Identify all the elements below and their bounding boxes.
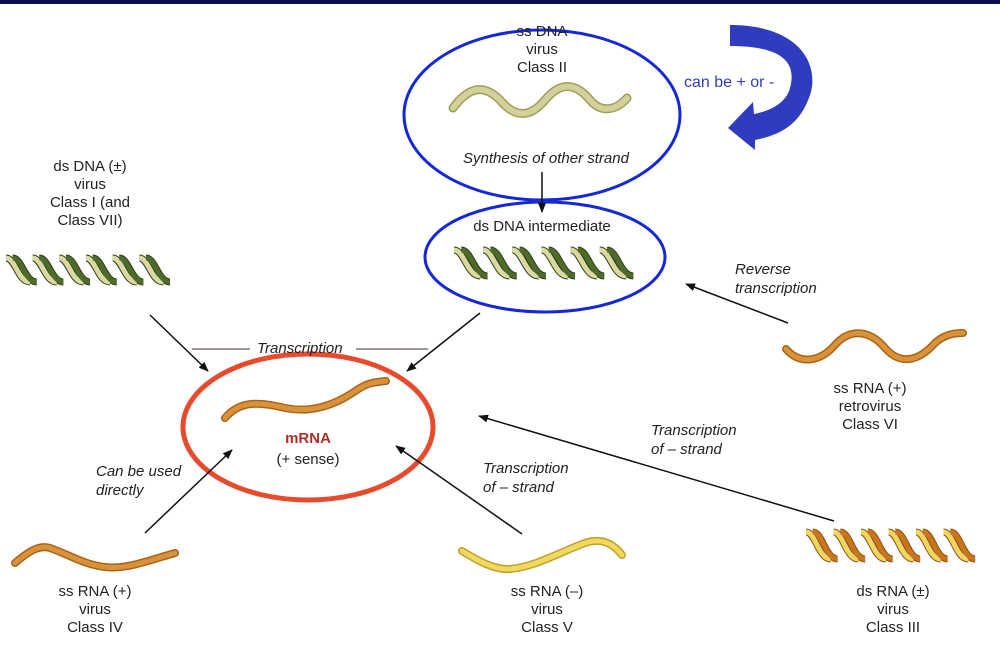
mrna-label: mRNA (+ sense) — [258, 430, 358, 469]
tm3-line-1: Transcription — [651, 422, 737, 439]
ds-dna-line-4: Class VII) — [57, 212, 123, 229]
transcription-minus-class-v-label: Transcription of – strand — [483, 459, 569, 497]
ss-rna-minus-line-3: Class V — [521, 619, 573, 636]
helix-light-strand — [860, 529, 887, 562]
arrow-reverse-transcription — [685, 283, 789, 324]
helix-light-strand — [540, 247, 569, 279]
ss-dna-line-3: Class II — [516, 59, 567, 76]
arrow-ds-rna-to-mrna — [478, 414, 835, 522]
helix-light-strand — [482, 247, 510, 279]
helix-dark-strand — [812, 529, 839, 562]
ds-rna-helix — [804, 528, 977, 563]
ss-rna-minus-line-2: virus — [531, 601, 563, 618]
reverse-transcription-line-1: Reverse — [735, 261, 791, 278]
ss-dna-label: ss DNA virus Class II — [492, 23, 592, 77]
ss-rna-minus-label: ss RNA (–) virus Class V — [497, 583, 597, 637]
helix-dark-strand — [460, 247, 489, 279]
ss-dna-line-1: ss DNA — [516, 23, 568, 40]
helix-light-strand — [599, 247, 627, 279]
can-be-used-line-1: Can be used — [96, 463, 182, 480]
helix-dark-strand — [118, 255, 144, 285]
arrow-ss-rna-plus-to-mrna — [144, 449, 233, 534]
arrow-intermediate-to-mrna — [406, 312, 481, 372]
ds-rna-label: ds RNA (±) virus Class III — [843, 583, 943, 637]
arrow-ss-rna-minus-to-mrna — [395, 445, 523, 535]
helix-light-strand — [942, 529, 969, 562]
helix-light-strand — [832, 529, 859, 562]
tm5-line-1: Transcription — [483, 460, 569, 477]
helix-light-strand — [887, 529, 914, 562]
helix-dark-strand — [548, 247, 576, 279]
mrna-highlight-ellipse — [180, 351, 436, 503]
can-be-used-directly-label: Can be used directly — [96, 462, 181, 500]
ds-dna-intermediate-highlight-ellipse — [423, 200, 667, 314]
helix-dark-strand — [577, 247, 605, 279]
ss-rna-retrovirus-label: ss RNA (+) retrovirus Class VI — [810, 380, 930, 434]
helix-dark-strand — [949, 529, 976, 562]
helix-dark-strand — [606, 247, 634, 279]
helix-light-strand — [915, 529, 942, 562]
helix-dark-strand — [91, 255, 118, 285]
retro-line-1: ss RNA (+) — [833, 380, 907, 397]
ss-rna-plus-line-3: Class IV — [67, 619, 123, 636]
top-bar — [0, 0, 1000, 4]
helix-light-strand — [58, 255, 84, 285]
tm3-line-2: of – strand — [651, 441, 722, 458]
helix-light-strand — [85, 255, 111, 285]
ds-rna-line-1: ds RNA (±) — [856, 583, 930, 600]
synthesis-label: Synthesis of other strand — [463, 150, 629, 167]
helix-light-strand — [511, 247, 540, 279]
ds-dna-intermediate-label: ds DNA intermediate — [473, 218, 611, 235]
retro-line-3: Class VI — [842, 416, 898, 433]
ds-dna-label: ds DNA (±) virus Class I (and Class VII) — [20, 158, 160, 230]
ss-rna-plus-line-1: ss RNA (+) — [58, 583, 132, 600]
ds-rna-line-2: virus — [877, 601, 909, 618]
helix-dark-strand — [145, 255, 171, 285]
helix-light-strand — [569, 247, 598, 279]
helix-dark-strand — [11, 255, 38, 285]
curved-blue-arrow-icon — [728, 25, 813, 150]
helix-dark-strand — [922, 529, 949, 562]
helix-light-strand — [31, 255, 58, 285]
ss-rna-plus-label: ss RNA (+) virus Class IV — [45, 583, 145, 637]
helix-light-strand — [138, 255, 164, 285]
helix-dark-strand — [894, 529, 921, 562]
arrow-ds-dna-to-mrna — [149, 314, 209, 372]
helix-dark-strand — [38, 255, 64, 285]
ds-dna-intermediate-helix — [452, 246, 635, 280]
mrna-title: mRNA — [285, 430, 331, 447]
helix-light-strand — [805, 529, 832, 562]
helix-dark-strand — [518, 247, 547, 279]
retro-line-2: retrovirus — [838, 398, 902, 415]
helix-dark-strand — [65, 255, 91, 285]
ds-dna-helix — [4, 254, 171, 286]
ss-dna-line-2: virus — [526, 41, 558, 58]
ss-rna-minus-line-1: ss RNA (–) — [510, 583, 584, 600]
mrna-subtitle: (+ sense) — [276, 451, 340, 468]
can-be-plus-or-minus-note: can be + or - — [684, 74, 775, 91]
tm5-line-2: of – strand — [483, 479, 554, 496]
transcription-minus-class-iii-label: Transcription of – strand — [651, 421, 737, 459]
ds-dna-line-2: virus — [74, 176, 106, 193]
ss-rna-plus-line-2: virus — [79, 601, 111, 618]
helix-dark-strand — [489, 247, 518, 279]
helix-light-strand — [5, 255, 31, 285]
ds-dna-line-3: Class I (and — [49, 194, 131, 211]
reverse-transcription-label: Reverse transcription — [735, 260, 817, 298]
helix-light-strand — [111, 255, 138, 285]
can-be-used-line-2: directly — [96, 482, 144, 499]
transcription-label: Transcription — [257, 340, 343, 357]
helix-dark-strand — [867, 529, 894, 562]
helix-light-strand — [453, 247, 481, 279]
helix-dark-strand — [839, 529, 866, 562]
ds-rna-line-3: Class III — [865, 619, 921, 636]
reverse-transcription-line-2: transcription — [735, 280, 817, 297]
ds-dna-line-1: ds DNA (±) — [53, 158, 127, 175]
